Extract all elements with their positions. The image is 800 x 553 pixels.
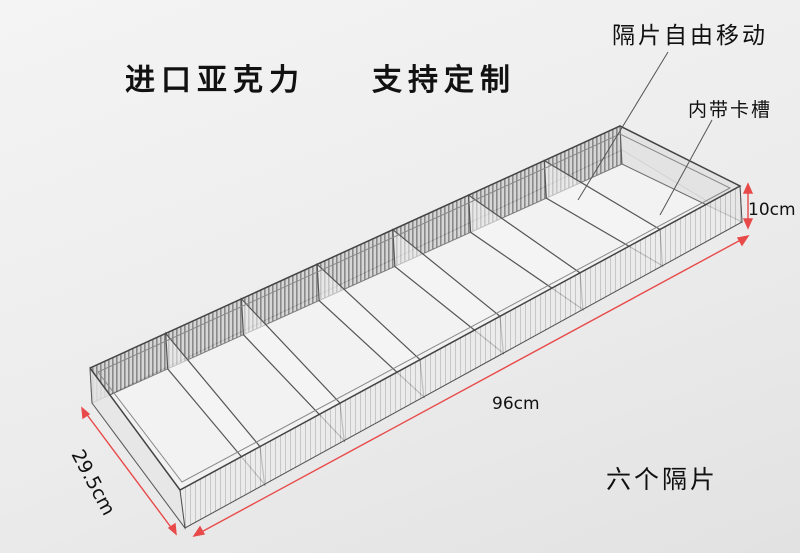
- callout-slots-leader: [659, 119, 713, 216]
- callout-dividers-leader: [577, 51, 669, 201]
- callout-dividers-movable: 隔片自由移动: [612, 23, 768, 49]
- length-dimension: 96cm: [492, 394, 540, 414]
- top-rim: [89, 125, 742, 491]
- headline-imported-acrylic: 进口亚克力: [125, 63, 305, 98]
- dimension-arrows: [81, 182, 754, 538]
- dividers: [165, 159, 664, 487]
- height-dimension: 10cm: [748, 200, 796, 220]
- six-dividers-label: 六个隔片: [606, 465, 719, 494]
- headline-customizable: 支持定制: [372, 63, 516, 98]
- callout-built-in-slots: 内带卡槽: [688, 99, 773, 121]
